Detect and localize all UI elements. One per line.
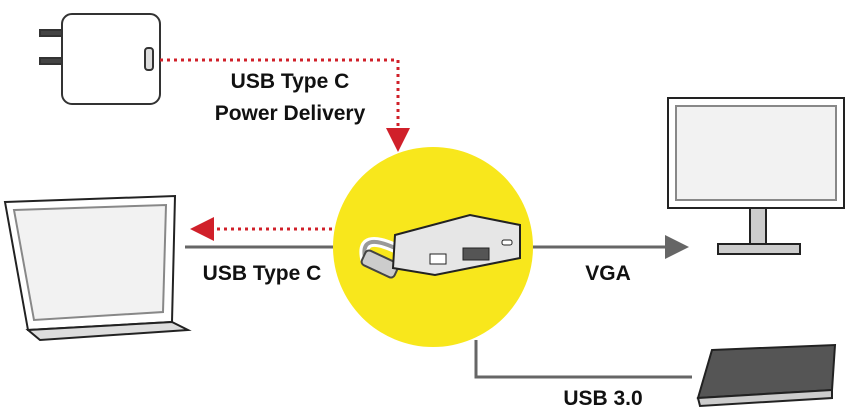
laptop-link-label: USB Type C (202, 262, 322, 285)
external-drive-icon (696, 343, 837, 408)
power-adapter-icon (39, 13, 161, 105)
usb-c-adapter-icon (359, 213, 521, 279)
vga-link-label: VGA (585, 262, 631, 285)
laptop-icon (3, 194, 192, 342)
power-delivery-label-line1: USB Type C (230, 70, 350, 93)
usb3-line (474, 340, 692, 379)
power-delivery-label-line2: Power Delivery (214, 102, 366, 125)
monitor-icon (667, 97, 845, 255)
usb3-link-label: USB 3.0 (563, 387, 643, 410)
power-delivery-arrow (160, 58, 410, 152)
